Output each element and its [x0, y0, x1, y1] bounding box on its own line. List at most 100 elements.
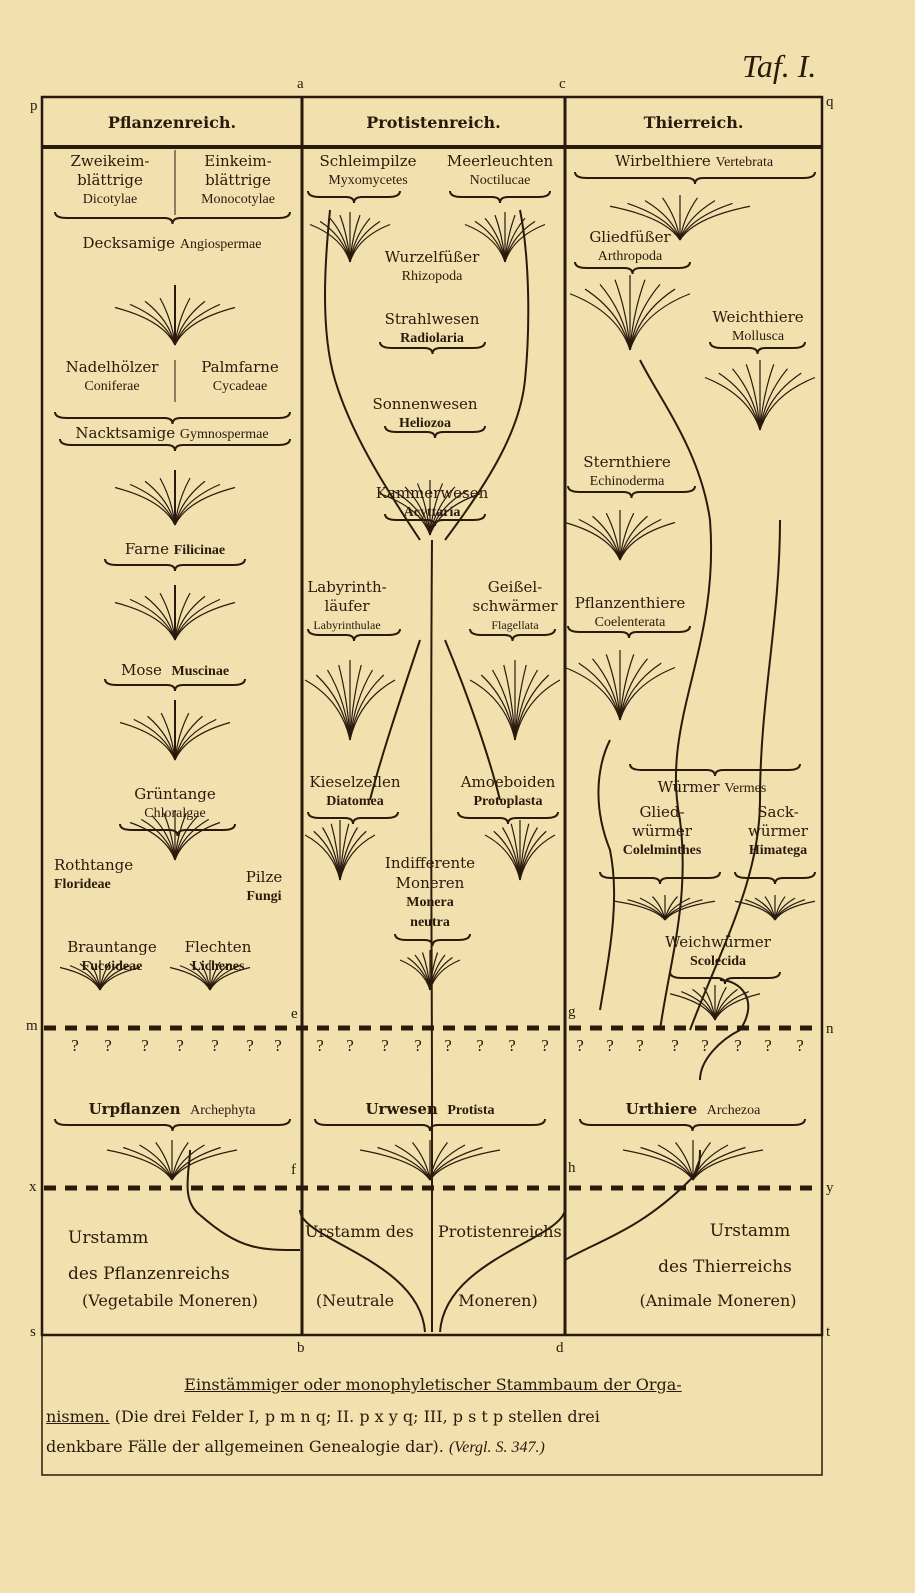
grouping-brace: [669, 971, 781, 985]
unknown-origin-mark: ?: [246, 1036, 254, 1055]
grouping-brace: [307, 811, 399, 825]
branch-tuft: [114, 295, 236, 346]
letter-c: c: [559, 76, 566, 92]
branch-tuft: [614, 895, 716, 921]
branch-tuft: [734, 895, 816, 921]
grouping-brace: [119, 823, 236, 837]
label-vertebrata: Wirbelthiere Vertebrata: [614, 152, 774, 170]
caption-frame: [41, 1335, 823, 1476]
caption-line-1: Einstämmiger oder monophyletischer Stamm…: [184, 1375, 682, 1394]
unknown-origin-mark: ?: [104, 1036, 112, 1055]
branch-tuft: [304, 660, 396, 741]
unknown-origin-mark: ?: [274, 1036, 282, 1055]
letter-y: y: [826, 1180, 834, 1196]
grouping-brace: [567, 625, 691, 639]
branch-tuft: [304, 820, 376, 881]
unknown-origin-mark: ?: [176, 1036, 184, 1055]
letter-s: s: [30, 1324, 36, 1340]
grouping-brace: [314, 1118, 546, 1132]
branch-tuft: [704, 360, 816, 431]
label-protist-stem-a: Urstamm des: [305, 1222, 414, 1241]
label-protist-stem-b: Protistenreichs: [438, 1222, 562, 1241]
letter-n: n: [826, 1021, 834, 1037]
unknown-origin-mark: ?: [636, 1036, 644, 1055]
unknown-origin-mark: ?: [734, 1036, 742, 1055]
branch-tuft: [609, 195, 751, 241]
branch-tuft: [469, 660, 561, 741]
grouping-brace: [307, 190, 401, 204]
branch-tuft: [564, 650, 676, 721]
unknown-origin-mark: ?: [141, 1036, 149, 1055]
branch-tuft: [114, 590, 236, 641]
letter-h: h: [568, 1160, 576, 1176]
grouping-brace: [104, 678, 246, 692]
grouping-brace: [599, 871, 721, 885]
caption-line-3: denkbare Fälle der allgemeinen Genealogi…: [46, 1437, 545, 1456]
unknown-origin-mark: ?: [444, 1036, 452, 1055]
unknown-origin-mark: ?: [71, 1036, 79, 1055]
diagram-frame: [40, 95, 824, 1337]
letter-m: m: [26, 1018, 38, 1034]
caption-line-2: nismen. (Die drei Felder I, p m n q; II.…: [46, 1407, 600, 1426]
grouping-brace: [379, 341, 486, 355]
branch-tuft: [379, 480, 481, 536]
grouping-brace: [574, 261, 691, 275]
grouping-brace: [709, 341, 806, 355]
unknown-origin-mark: ?: [211, 1036, 219, 1055]
letter-q: q: [826, 94, 834, 110]
branch-tuft: [464, 212, 546, 263]
label-angiospermae: Decksamige Angiospermae: [82, 234, 262, 252]
branch-tuft: [569, 275, 691, 351]
grouping-brace: [567, 485, 696, 499]
grouping-brace: [54, 1118, 291, 1132]
label-animal-moneren: (Animale Moneren): [639, 1291, 797, 1310]
letter-p: p: [30, 98, 38, 114]
unknown-origin-mark: ?: [414, 1036, 422, 1055]
header-protist-kingdom: Protistenreich.: [366, 112, 501, 132]
grouping-brace: [54, 211, 291, 225]
label-protist-moneren: Moneren): [458, 1291, 538, 1310]
grouping-brace: [104, 558, 246, 572]
label-animal-stem-b: des Thierreichs: [658, 1257, 792, 1277]
branch-tuft: [106, 1140, 238, 1181]
branch-tuft: [59, 960, 141, 991]
branch-tuft: [622, 1140, 764, 1181]
unknown-origin-mark: ?: [381, 1036, 389, 1055]
branch-tuft: [669, 985, 761, 1021]
branch-tuft: [359, 1140, 501, 1181]
label-vermes: Würmer Vermes: [657, 778, 767, 796]
label-plant-moneren: (Vegetabile Moneren): [82, 1291, 258, 1310]
grouping-brace: [574, 171, 816, 185]
letter-f: f: [291, 1162, 296, 1178]
letter-x: x: [29, 1179, 37, 1195]
plate-label: Taf. I.: [742, 48, 817, 84]
grouping-brace: [734, 871, 816, 885]
unknown-origin-mark: ?: [701, 1036, 709, 1055]
letter-t: t: [826, 1324, 831, 1340]
unknown-origin-mark: ?: [346, 1036, 354, 1055]
grouping-brace: [469, 628, 556, 642]
branch-tuft: [484, 820, 556, 881]
